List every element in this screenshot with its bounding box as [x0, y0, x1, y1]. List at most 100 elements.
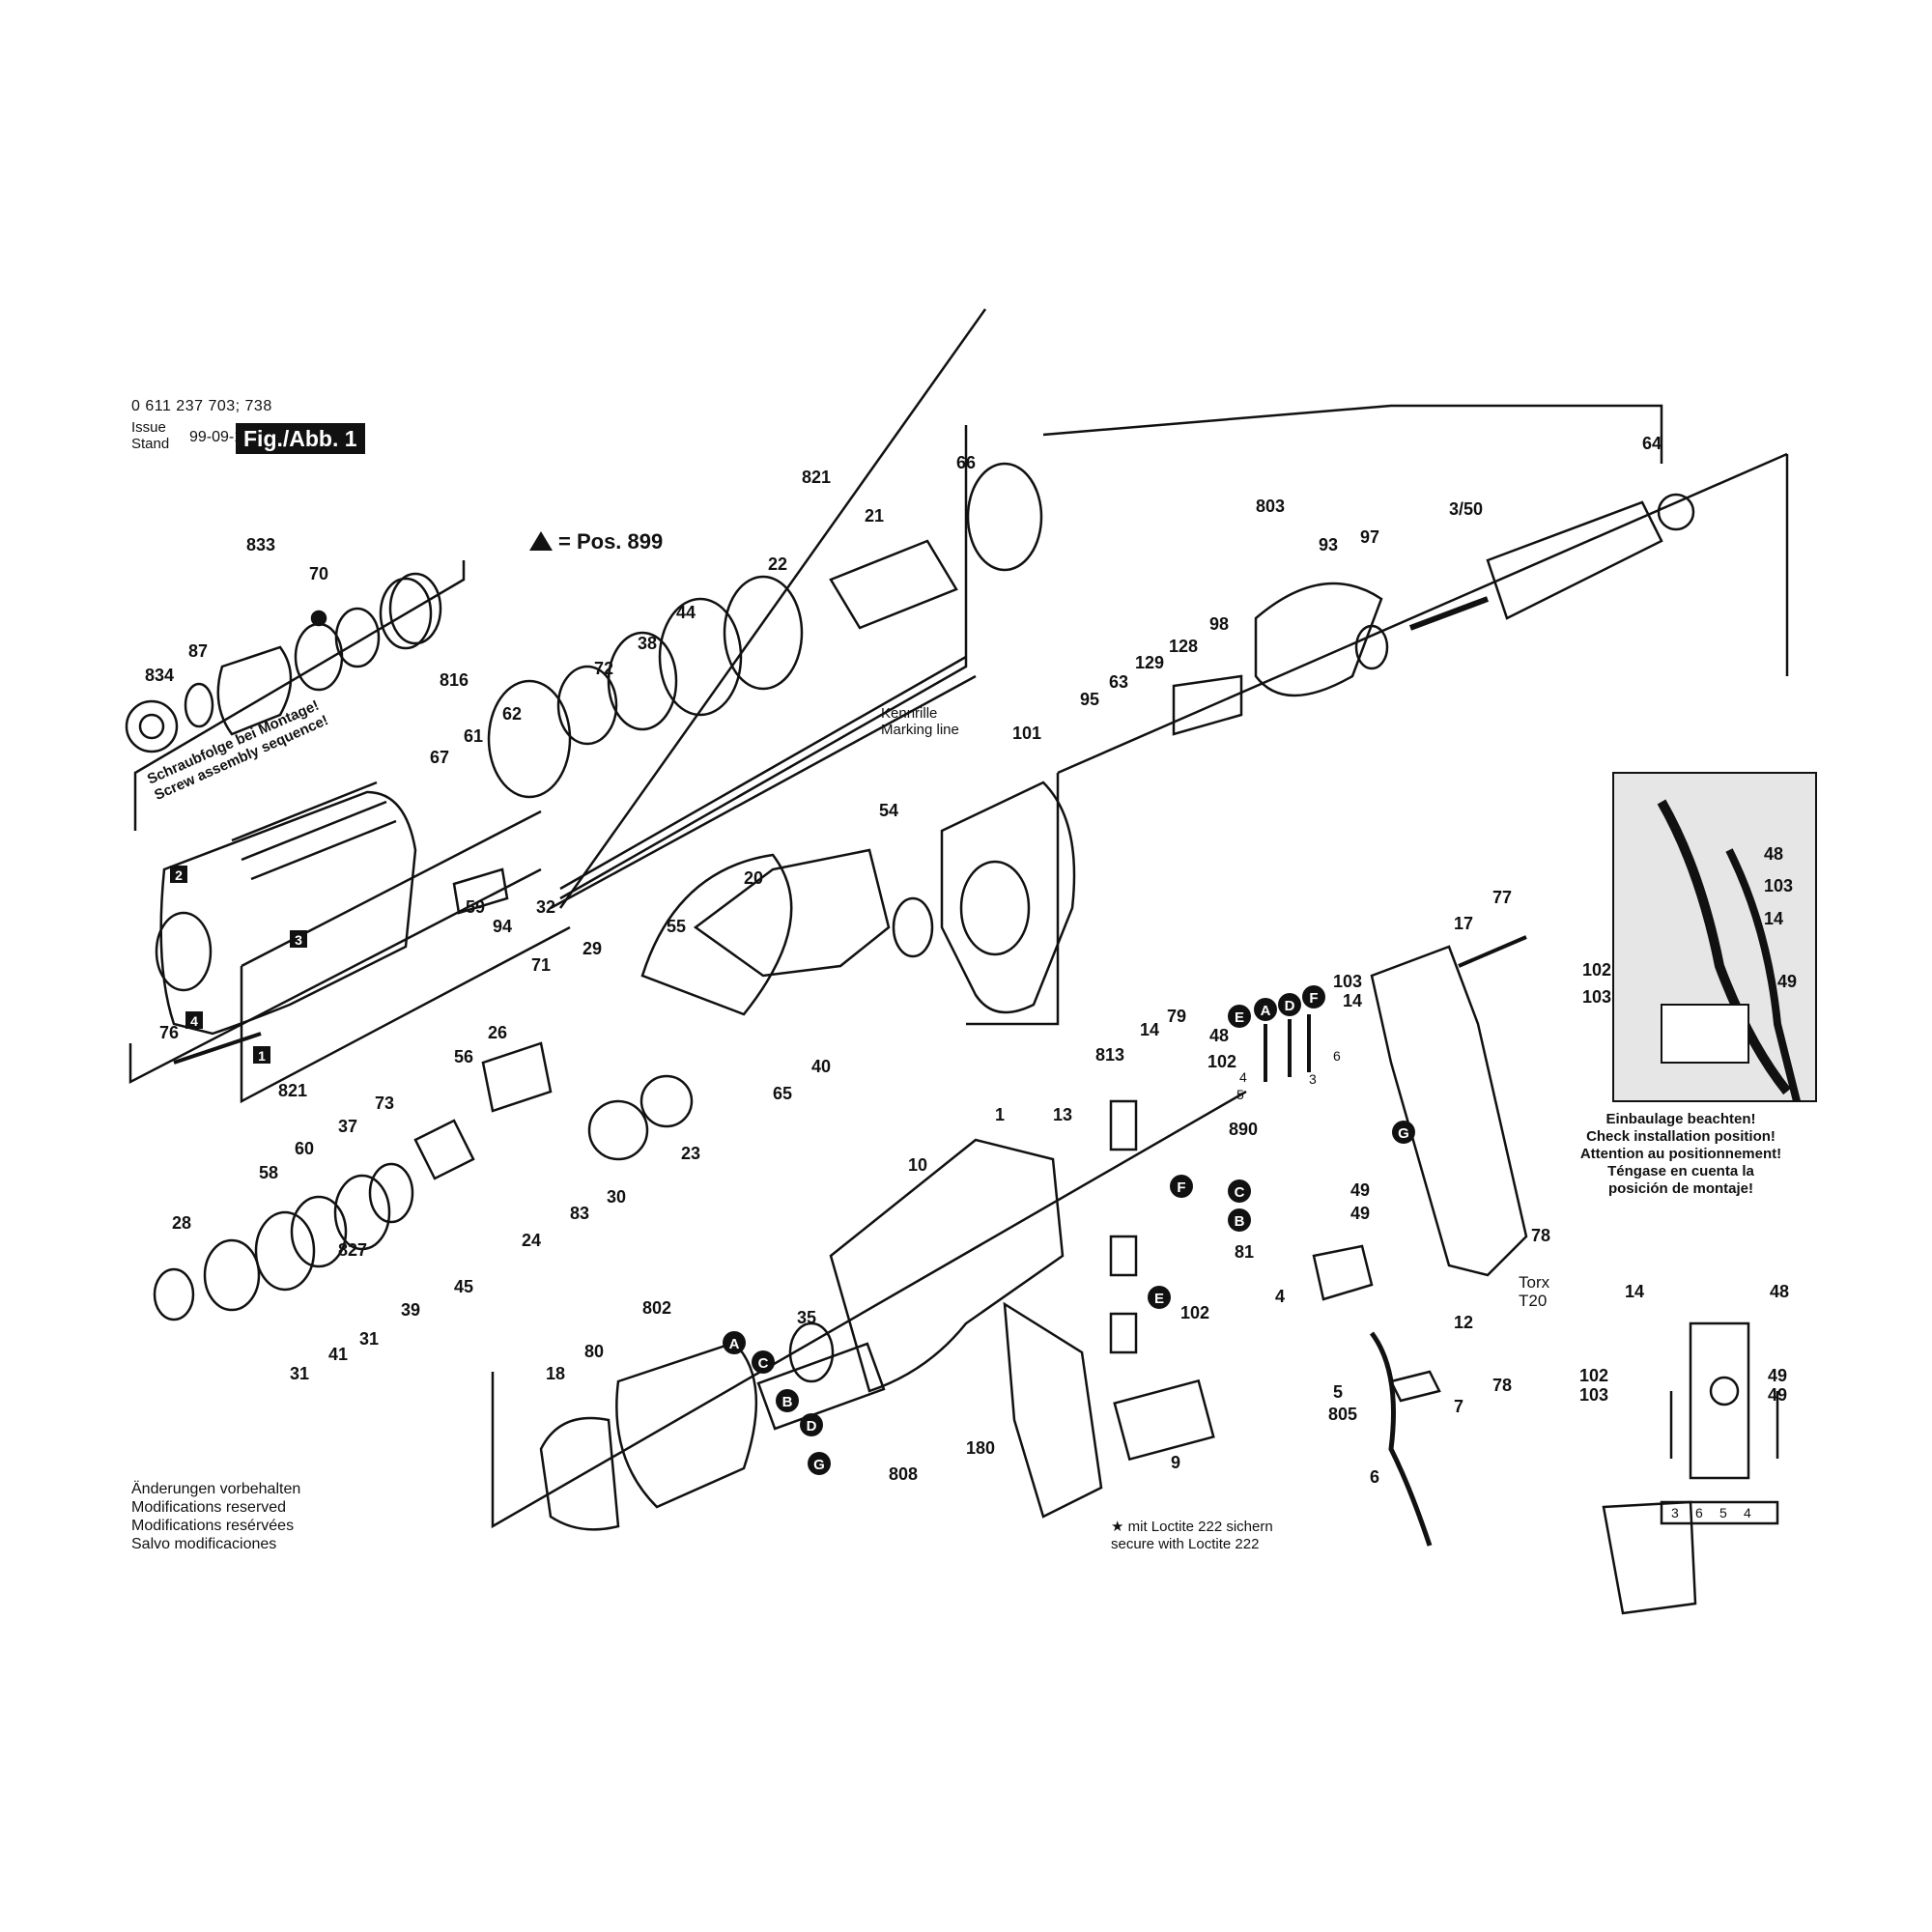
callout-E2: E	[1148, 1286, 1171, 1309]
callout-A2: A	[1254, 998, 1277, 1021]
part-oring-54	[892, 896, 934, 958]
label-97: 97	[1360, 527, 1379, 547]
frame-gear-group	[966, 773, 1060, 1026]
svg-text:A: A	[729, 1336, 740, 1352]
part-seal-55	[640, 853, 793, 1016]
assembly-sequence-markers: 1 2 3 4	[170, 866, 307, 1064]
svg-text:F: F	[1309, 990, 1318, 1007]
label-821b: 821	[278, 1081, 307, 1100]
part-label-9	[1113, 1378, 1215, 1462]
label-816: 816	[440, 670, 469, 690]
svg-text:B: B	[782, 1394, 793, 1410]
brush-holders	[1109, 1014, 1311, 1354]
svg-text:4: 4	[1239, 1069, 1247, 1085]
svg-text:1: 1	[258, 1048, 266, 1064]
installation-note: Einbaulage beachten! Check installation …	[1579, 1111, 1782, 1197]
part-armature-3-50	[1486, 500, 1663, 620]
callout-G2: G	[1392, 1121, 1415, 1144]
label-101: 101	[1012, 724, 1041, 743]
label-60: 60	[295, 1139, 314, 1158]
label-14c: 14	[1140, 1020, 1159, 1039]
terminal-numbers: 3 6 5 4	[1671, 1505, 1751, 1520]
label-67: 67	[430, 748, 449, 767]
label-37: 37	[338, 1117, 357, 1136]
part-ring-73	[368, 1162, 414, 1224]
switch-outline	[1602, 1500, 1697, 1615]
frame-right-top	[1057, 452, 1788, 775]
part-housing-shell	[159, 790, 417, 1036]
label-890: 890	[1229, 1120, 1258, 1139]
label-32: 32	[536, 897, 555, 917]
part-switch-4	[1312, 1244, 1374, 1301]
callout-F: F	[1302, 985, 1325, 1009]
part-bearing-30	[587, 1099, 649, 1161]
label-31: 31	[359, 1329, 379, 1349]
armature-assembly	[1172, 493, 1695, 736]
callout-E: E	[1228, 1005, 1251, 1028]
part-28	[153, 1267, 195, 1321]
svg-text:A: A	[1261, 1003, 1271, 1019]
label-49b: 49	[1350, 1180, 1370, 1200]
part-motor-housing-1	[829, 1138, 1065, 1393]
label-77: 77	[1492, 888, 1512, 907]
part-needle-bearing	[487, 679, 572, 799]
part-gear-cover-101	[940, 781, 1076, 1014]
part-clamp-7	[1389, 1370, 1441, 1403]
part-handle	[1003, 1301, 1103, 1519]
svg-text:B: B	[1235, 1213, 1245, 1230]
svg-text:5: 5	[1236, 1087, 1244, 1102]
svg-text:F: F	[1177, 1179, 1185, 1196]
modifications-note: Änderungen vorbehalten Modifications res…	[131, 1481, 301, 1552]
label-22: 22	[768, 554, 787, 574]
issue-label: Issue Stand	[131, 419, 170, 452]
wire-letter-callouts: A C B D G E A D F F E C B G	[723, 985, 1415, 1475]
part-gear-23	[639, 1074, 694, 1128]
label-103: 103	[1764, 876, 1793, 895]
label-65: 65	[773, 1084, 792, 1103]
label-44: 44	[676, 603, 696, 622]
part-bearing-64	[1657, 493, 1695, 531]
label-41: 41	[328, 1345, 348, 1364]
label-803: 803	[1256, 497, 1285, 516]
part-spring	[379, 577, 433, 650]
label-129: 129	[1135, 653, 1164, 672]
callout-D: D	[800, 1413, 823, 1436]
label-49c: 49	[1350, 1204, 1370, 1223]
part-ring-66	[966, 462, 1043, 572]
label-94: 94	[493, 917, 512, 936]
label-87: 87	[188, 641, 208, 661]
label-66: 66	[956, 453, 976, 472]
label-31b: 31	[290, 1364, 309, 1383]
label-14d: 14	[1625, 1282, 1644, 1301]
part-piston-37	[333, 1174, 391, 1251]
part-ring	[203, 1238, 261, 1312]
label-71: 71	[531, 955, 551, 975]
label-72: 72	[594, 659, 613, 678]
label-821: 821	[802, 468, 831, 487]
label-81: 81	[1235, 1242, 1254, 1262]
marking-line-note: Kennrille Marking line	[881, 705, 959, 738]
svg-text:D: D	[807, 1418, 817, 1435]
part-baffle-93	[1254, 582, 1383, 697]
label-23: 23	[681, 1144, 700, 1163]
part-fan-98	[1172, 674, 1243, 736]
part-spindle-21	[829, 539, 958, 630]
label-93: 93	[1319, 535, 1338, 554]
label-78b: 78	[1492, 1376, 1512, 1395]
part-sleeve-833	[216, 645, 293, 736]
part-screw-77	[1458, 935, 1527, 968]
part-screw-76	[173, 1032, 262, 1065]
part-brush-holder	[1109, 1235, 1138, 1277]
label-80: 80	[584, 1342, 604, 1361]
svg-text:2: 2	[175, 867, 183, 883]
terminal-block	[1660, 1500, 1779, 1525]
svg-text:3: 3	[1671, 1505, 1679, 1520]
label-35: 35	[797, 1308, 816, 1327]
part-block-32	[452, 867, 509, 915]
nose-assembly	[125, 572, 442, 753]
callout-A: A	[723, 1331, 746, 1354]
label-827: 827	[338, 1240, 367, 1260]
svg-text:5: 5	[1719, 1505, 1727, 1520]
